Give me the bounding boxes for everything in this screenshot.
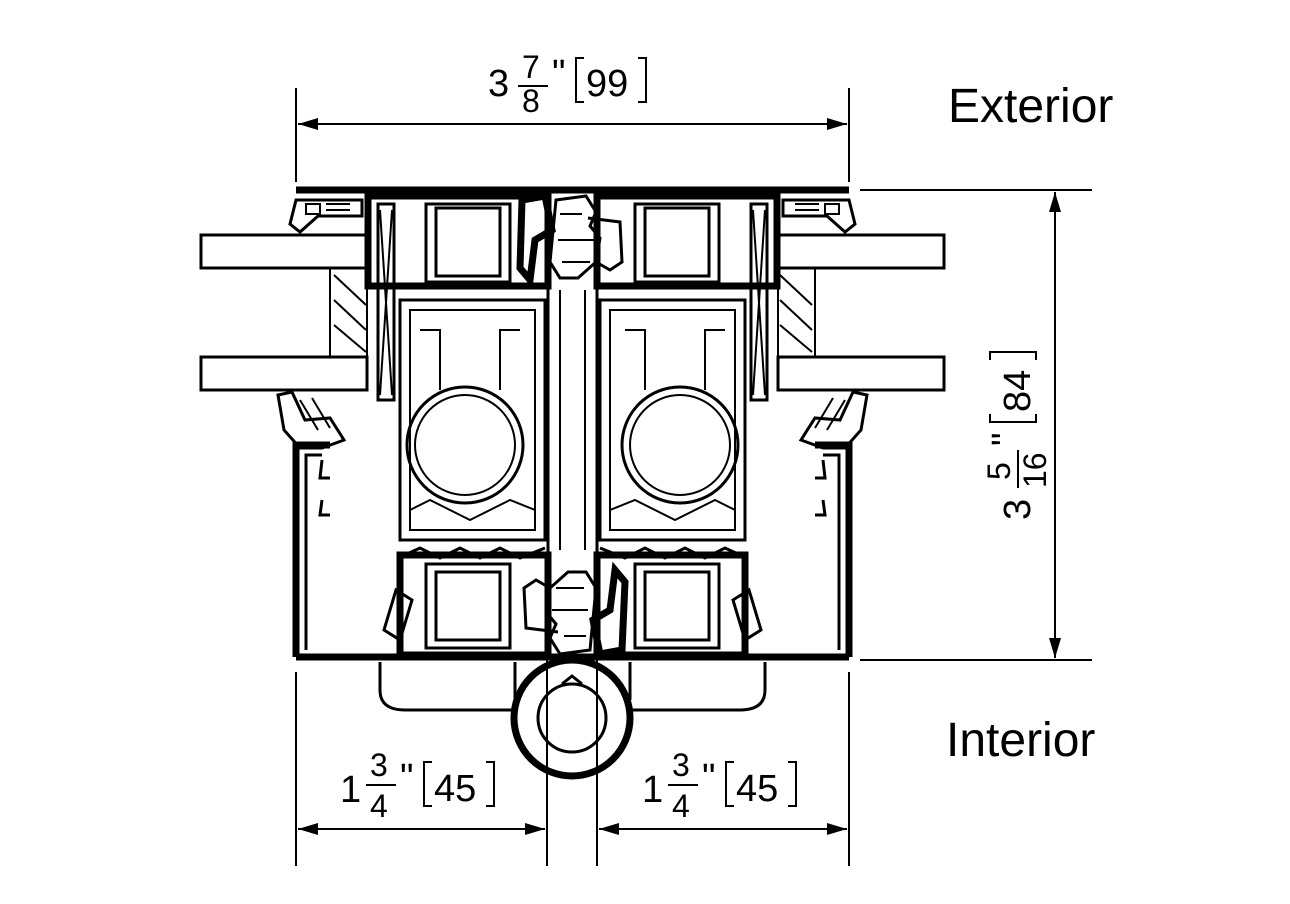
width-numerator: 7 [522,49,540,85]
right-denominator: 4 [672,788,690,824]
left-whole: 1 [340,769,361,811]
left-unit: " [400,757,414,799]
exterior-label: Exterior [948,80,1113,133]
glazing-gasket-right [798,390,869,450]
left-frame-dimension: 1 3 4 " 45 [295,660,548,866]
height-denominator: 16 [1017,452,1053,488]
glazing-bead-right [781,198,857,234]
interior-label: Interior [946,714,1095,767]
right-whole: 1 [642,769,663,811]
height-whole: 3 [997,499,1039,520]
right-metric: 45 [736,768,778,810]
left-numerator: 3 [370,747,388,783]
glazing-bead-left [288,198,364,234]
width-metric: 99 [586,63,628,105]
center-mullion [516,190,629,659]
glazing-gasket-left [276,390,347,450]
width-whole: 3 [488,63,509,105]
right-frame-dimension: 1 3 4 " 45 [596,660,850,866]
height-metric: 84 [997,370,1039,412]
sash-left [364,192,552,659]
left-metric: 45 [434,768,476,810]
right-numerator: 3 [672,747,690,783]
left-denominator: 4 [370,788,388,824]
overall-width-dimension: 3 7 8 " 99 [295,49,850,182]
width-denominator: 8 [522,83,540,119]
width-unit: " [552,53,566,95]
height-numerator: 5 [981,462,1017,480]
glazing-panes [199,233,946,392]
right-unit: " [702,757,716,799]
overall-height-dimension: 3 5 16 " 84 [860,189,1092,661]
height-unit: " [985,433,1027,447]
handle-assembly [378,656,767,866]
